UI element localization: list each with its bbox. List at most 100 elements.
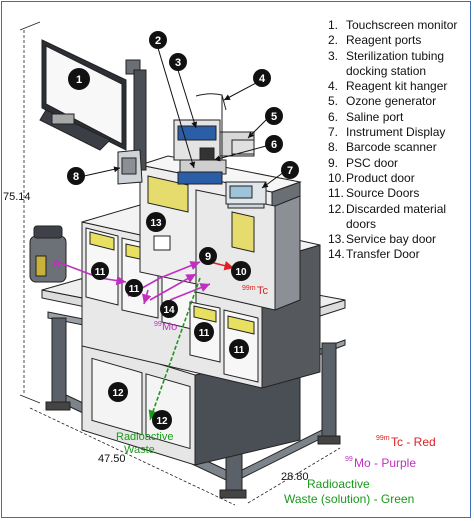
legend-item-number: 14. (328, 247, 345, 262)
callout-11b-label: 11 (129, 284, 140, 295)
legend-item-label: Source Doors (346, 186, 420, 201)
legend-item-label: Transfer Door (346, 247, 420, 262)
legend-item-label: Barcode scanner (346, 140, 437, 155)
callout-2 (149, 31, 167, 49)
tc-sup-label: 99m (242, 285, 256, 292)
callout-3 (169, 53, 187, 71)
legend-item-label: Instrument Display (346, 125, 446, 140)
callout-12a-label: 12 (112, 388, 124, 399)
instrument-display (225, 181, 267, 205)
legend-item-label: PSC door (346, 155, 399, 170)
waste-label-line2: Waste (124, 444, 155, 456)
waste-label-line1: Radioactive (116, 431, 173, 443)
width-dimension (29, 407, 236, 506)
legend-item-label: Discarded material doors (346, 201, 447, 231)
legend-item: 11.Source Doors (328, 186, 470, 201)
tc-flow-arrow (209, 261, 235, 271)
leader-lines (83, 47, 285, 189)
callout-6 (265, 135, 283, 153)
callout-10-label: 10 (235, 267, 247, 278)
a-label: A (52, 257, 61, 271)
callout-11c (194, 322, 214, 342)
mo-sup-label: 99 (154, 321, 162, 328)
depth-dimension-label: 28.80 (281, 471, 309, 483)
key-tc: Tc - Red (391, 435, 436, 449)
legend-item-number: 11. (328, 186, 344, 201)
legend-item-label: Reagent ports (346, 33, 422, 48)
callouts: 1 2 3 4 5 6 7 8 9 10 11 11 11 11 12 12 1… (67, 31, 299, 430)
callout-10 (231, 261, 251, 281)
legend-item-number: 5. (328, 94, 339, 109)
legend-item: 1. Touchscreen monitor (328, 18, 470, 33)
barcode-scanner (117, 149, 143, 185)
legend-item-label: Service bay door (346, 232, 437, 247)
callout-11c-label: 11 (199, 328, 210, 339)
callout-8-label: 8 (73, 171, 79, 183)
legend-item-number: 6. (328, 109, 339, 124)
callout-11d-label: 11 (234, 345, 245, 356)
callout-12a (108, 382, 128, 402)
callout-12b-label: 12 (156, 416, 168, 427)
callout-14-label: 14 (163, 305, 175, 316)
legend-item-label: Touchscreen monitor (346, 18, 458, 32)
callout-2-label: 2 (155, 35, 161, 47)
callout-5 (265, 107, 283, 125)
legend-item: 9. PSC door (328, 156, 470, 171)
legend-item-number: 8. (328, 140, 339, 155)
legend-item: 8. Barcode scanner (328, 140, 470, 155)
callout-3-label: 3 (175, 57, 181, 69)
legend-item: 2. Reagent ports (328, 33, 470, 48)
legend-item-number: 1. (328, 18, 339, 32)
legend-item-label: Product door (346, 170, 415, 185)
callout-5-label: 5 (271, 111, 277, 123)
legend-item-number: 4. (328, 79, 339, 94)
legend-item: 5. Ozone generator (328, 94, 470, 109)
legend-item: 7. Instrument Display (328, 125, 470, 140)
source-vial (29, 225, 67, 283)
legend-item-number: 13. (328, 232, 345, 247)
key-tc-sup: 99m (376, 435, 390, 442)
legend-item: 6. Saline port (328, 110, 470, 125)
tc-label: Tc (257, 285, 269, 297)
legend-item-number: 2. (328, 33, 339, 48)
legend-item-number: 9. (328, 155, 339, 170)
callout-9 (199, 247, 217, 265)
depth-dimension (247, 447, 341, 504)
key-mo-sup: 99 (345, 456, 353, 463)
callout-6-label: 6 (271, 139, 277, 151)
callout-11a (91, 262, 109, 280)
legend-item: 14.Transfer Door (328, 247, 470, 262)
key-waste-line1: Radioactive (307, 477, 370, 491)
legend-item: 3. Sterilization tubing docking station (328, 49, 470, 80)
legend-item-label: Ozone generator (346, 94, 437, 109)
key-mo: Mo - Purple (354, 456, 416, 470)
height-dimension (19, 21, 41, 404)
key-waste-line2: Waste (solution) - Green (284, 492, 414, 506)
component-legend: 1. Touchscreen monitor 2. Reagent ports 3. St… (328, 18, 470, 263)
callout-8 (67, 167, 85, 185)
callout-7 (281, 161, 299, 179)
legend-item-number: 12. (328, 201, 345, 216)
callout-14 (160, 300, 178, 318)
callout-11a-label: 11 (95, 267, 106, 278)
legend-item: 4. Reagent kit hanger (328, 79, 470, 94)
legend-item: 13.Service bay door (328, 232, 470, 247)
legend-item-label: Reagent kit hanger (346, 79, 448, 94)
callout-9-label: 9 (205, 251, 211, 263)
mo-label: Mo (162, 321, 177, 333)
callout-13-label: 13 (150, 218, 162, 229)
callout-11d (229, 339, 249, 359)
legend-item-number: 3. (328, 48, 339, 63)
callout-1 (68, 68, 90, 90)
legend-item-label: Sterilization tubing docking station (346, 48, 445, 78)
callout-7-label: 7 (287, 165, 293, 177)
height-dimension-label: 75.14 (3, 191, 31, 203)
callout-1-label: 1 (76, 74, 82, 86)
legend-item-number: 7. (328, 125, 339, 140)
callout-4-label: 4 (259, 73, 266, 85)
callout-11b (125, 279, 143, 297)
legend-item-label: Saline port (346, 109, 404, 124)
callout-13 (146, 212, 166, 232)
mo-flow-arrows (57, 261, 211, 305)
